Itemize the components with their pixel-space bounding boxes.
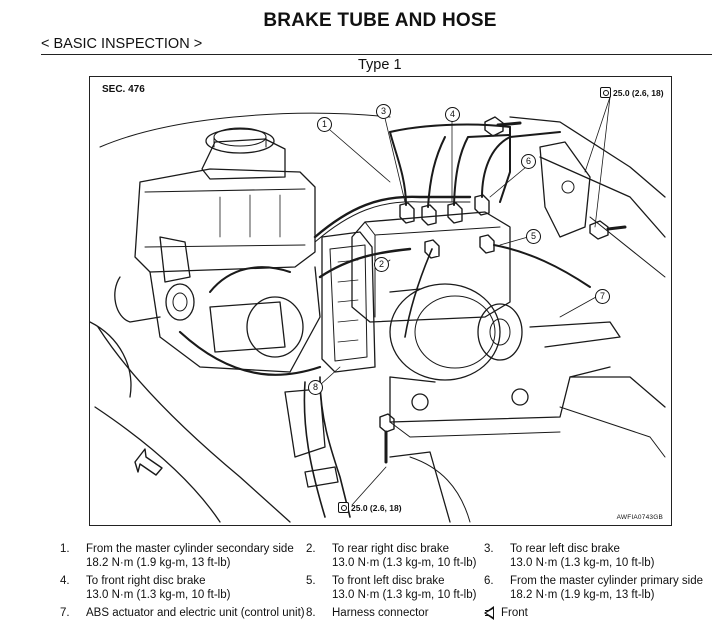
torque-wrench-icon (600, 87, 611, 98)
front-arrow-icon (134, 448, 163, 476)
page-title: BRAKE TUBE AND HOSE (263, 10, 497, 31)
callout-6: 6 (521, 154, 536, 169)
diagram-illustration (90, 96, 666, 523)
callout-8: 8 (308, 380, 323, 395)
figure-code: AWFIA0743GB (616, 514, 663, 521)
torque-value-top: 25.0 (2.6, 18) (613, 87, 664, 98)
torque-spec-bottom: 25.0 (2.6, 18) (338, 502, 402, 513)
torque-value-bottom: 25.0 (2.6, 18) (351, 502, 402, 513)
section-number: SEC. 476 (102, 84, 145, 95)
callout-3: 3 (376, 104, 391, 119)
front-label: Front (501, 607, 528, 619)
callout-7: 7 (595, 289, 610, 304)
section-breadcrumb: < BASIC INSPECTION > (41, 36, 203, 52)
callout-2: 2 (374, 257, 389, 272)
torque-wrench-icon (338, 502, 349, 513)
front-arrow-icon (484, 606, 494, 620)
callout-1: 1 (317, 117, 332, 132)
header-divider (41, 54, 712, 55)
legend-front: Front (484, 606, 528, 620)
type-label: Type 1 (358, 57, 402, 73)
callout-4: 4 (445, 107, 460, 122)
callout-5: 5 (526, 229, 541, 244)
torque-spec-top: 25.0 (2.6, 18) (600, 87, 664, 98)
brake-tube-diagram: SEC. 476 25.0 (2.6, 18) 25.0 (2.6, 18) 1… (89, 76, 672, 526)
